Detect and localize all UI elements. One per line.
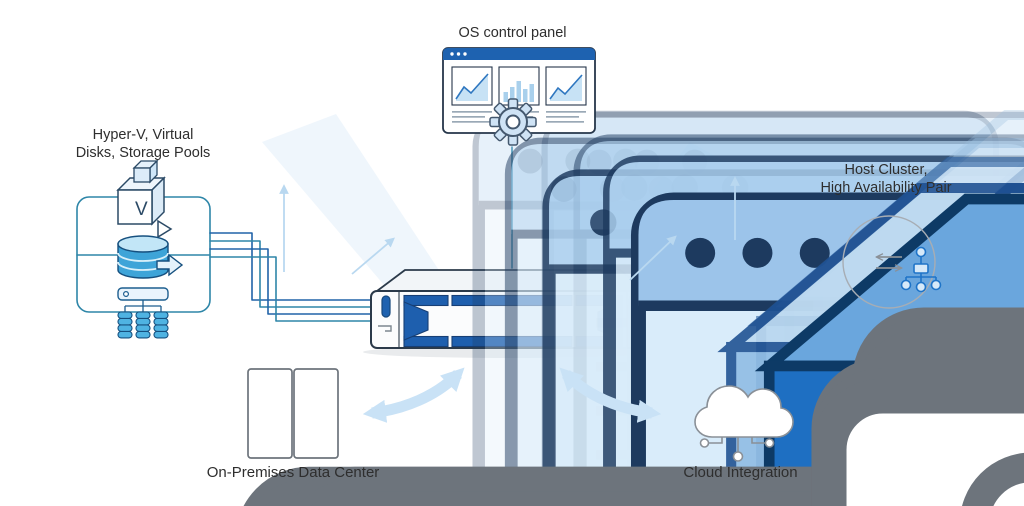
server-left-latch (378, 325, 392, 332)
server-stack-icon (828, 374, 1024, 506)
os-panel-label: OS control panel (458, 25, 567, 41)
host-cluster-group (828, 215, 1024, 506)
host-cluster-label-line1: Host Cluster, (844, 162, 928, 178)
svg-text:V: V (135, 199, 148, 220)
scale-arrows (279, 176, 740, 281)
hyperv-cube-icon: V (116, 159, 173, 239)
gear-icon (489, 98, 537, 146)
cloud-label: Cloud Integration (683, 464, 798, 481)
line-chart-icon (545, 66, 587, 106)
host-cluster-label: Host Cluster, High Availability Pair (791, 161, 981, 197)
curved-double-arrow-icon (362, 367, 465, 423)
host-cluster-label-line2: High Availability Pair (820, 180, 952, 196)
cluster-cycle-circle (842, 215, 936, 309)
window-title-bar (443, 48, 595, 60)
swap-arrows-icon (876, 257, 902, 268)
cluster-tree-icon (900, 246, 942, 293)
bar-chart-icon (498, 66, 540, 106)
cloud-circuit-icon (694, 385, 794, 462)
curved-double-arrow-icon (559, 367, 662, 423)
exchange-arrows (362, 367, 662, 423)
left-bus-lines (209, 232, 381, 322)
server-power-button (381, 295, 391, 318)
hyperv-label-line2: Disks, Storage Pools (75, 145, 211, 161)
hyperv-label-line1: Hyper-V, Virtual (92, 127, 194, 143)
os-control-panel-window (442, 47, 596, 134)
datacenter-label: On-Premises Data Center (206, 464, 380, 481)
line-chart-icon (451, 66, 493, 106)
storage-pool-icon (117, 287, 169, 339)
hyperv-label: Hyper-V, Virtual Disks, Storage Pools (53, 126, 233, 162)
left-beam-wash (262, 114, 452, 292)
virtual-disk-database-icon (117, 235, 184, 279)
datacenter-racks-icon (247, 368, 1024, 506)
